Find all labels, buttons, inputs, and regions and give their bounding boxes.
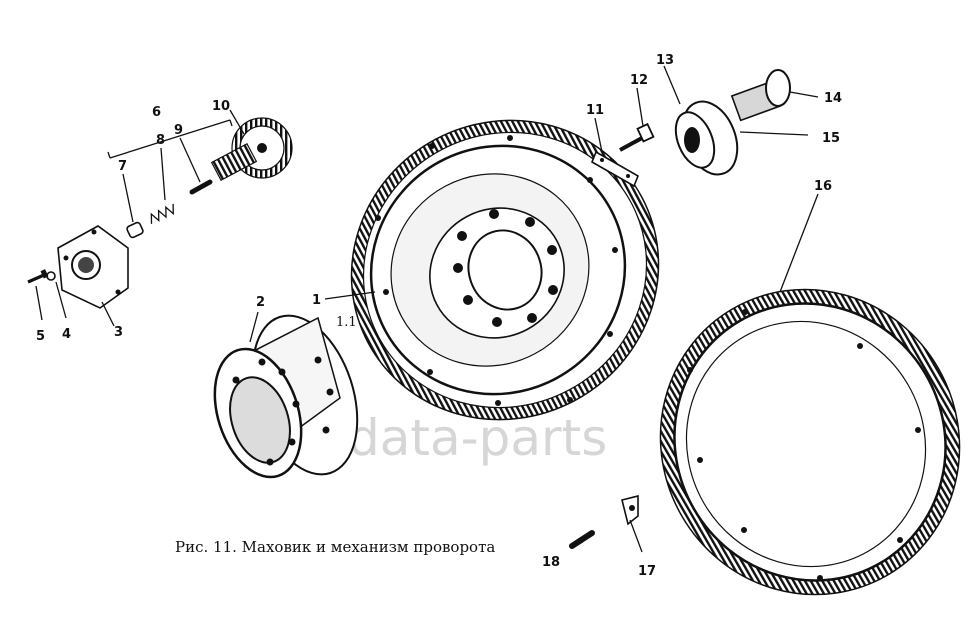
- bolt: [619, 122, 655, 152]
- flywheel-hub: [213, 314, 359, 479]
- bushing: [730, 69, 791, 122]
- callout-18: 18: [542, 555, 560, 570]
- leader-lines: [35, 65, 819, 553]
- spring: [150, 203, 174, 224]
- figure-caption: Рис. 11. Маховик и механизм проворота: [175, 538, 495, 556]
- callout-7: 7: [118, 159, 127, 174]
- callout-9: 9: [174, 123, 183, 138]
- callout-labels: 1 1.1 2 3 4 5 6 7 8 9 10 11 12 13 14 15 …: [36, 53, 842, 579]
- callout-2: 2: [256, 295, 265, 310]
- pin: [189, 179, 213, 195]
- callout-16: 16: [814, 179, 832, 194]
- callout-1-1: 1.1: [336, 315, 357, 330]
- callout-11: 11: [586, 103, 604, 118]
- stop-plate: [621, 494, 639, 526]
- sleeve: [674, 100, 739, 176]
- cover-plate: [57, 225, 129, 309]
- callout-12: 12: [630, 73, 648, 88]
- callout-10: 10: [212, 99, 230, 114]
- flywheel: [350, 119, 660, 421]
- callout-13: 13: [656, 53, 674, 68]
- lock-plate: [590, 150, 640, 188]
- callout-6: 6: [152, 105, 161, 120]
- callout-4: 4: [62, 327, 71, 342]
- pin-bolt: [569, 530, 595, 549]
- callout-1: 1: [312, 293, 321, 308]
- gear-shaft: [210, 117, 293, 182]
- callout-5: 5: [36, 329, 45, 344]
- callout-8: 8: [156, 133, 165, 148]
- callout-17: 17: [638, 564, 656, 579]
- callout-15: 15: [822, 131, 840, 146]
- screw: [27, 269, 49, 284]
- callout-14: 14: [824, 91, 842, 106]
- plunger: [126, 221, 144, 239]
- callout-3: 3: [114, 325, 123, 340]
- ring-gear: [659, 288, 961, 596]
